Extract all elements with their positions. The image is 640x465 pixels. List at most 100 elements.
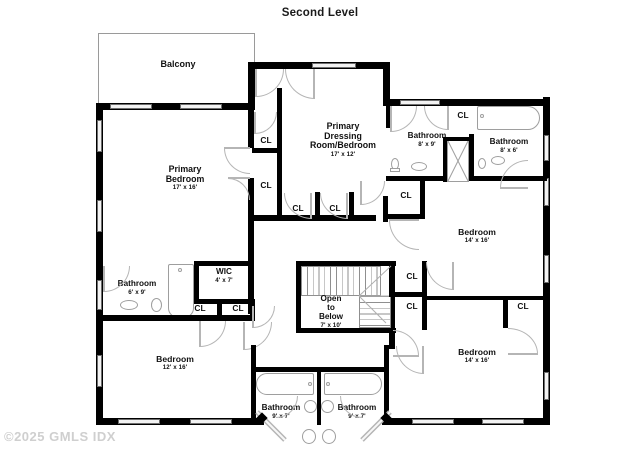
window-top-left-1 <box>110 104 152 109</box>
wall-hall-cl-east <box>420 181 425 219</box>
wall-cl-stair-s-east <box>422 296 427 330</box>
watermark: ©2025 GMLS IDX <box>4 429 116 444</box>
exterior-wall-left <box>96 103 103 425</box>
wall-primary-bedroom-east-lower <box>248 178 254 216</box>
wall-shower-west <box>443 140 447 182</box>
door-leaf-bath69 <box>103 266 105 292</box>
wall-bath69-south <box>96 315 200 321</box>
wall-wic-cl-divider <box>217 299 222 321</box>
window-top-dressing <box>312 63 356 68</box>
sink-bot-right <box>321 400 334 413</box>
closet-label-dressing-n: CL <box>260 135 272 145</box>
wall-cl-far-right-west <box>503 296 508 328</box>
closet-label-wic-1: CL <box>194 303 206 313</box>
room-primary-bedroom: Primary Bedroom 17' x 16' <box>130 164 240 192</box>
balcony-label: Balcony <box>160 59 196 69</box>
window-bottom-1 <box>118 419 160 424</box>
tub-drain-bot-left <box>308 382 312 386</box>
toilet-tank-bath89 <box>390 168 400 172</box>
wall-right-mid-horizontal-2 <box>505 296 550 300</box>
window-right-1 <box>544 135 549 161</box>
room-name-line3: Room/Bedroom <box>310 140 376 150</box>
window-bottom-4 <box>482 419 524 424</box>
door-swing-bath69 <box>104 266 130 292</box>
bathtub-bot-right <box>324 373 382 395</box>
room-dimension: 12' x 16' <box>162 364 188 372</box>
exterior-wall-top-left <box>96 103 255 110</box>
room-dimension: 14' x 16' <box>464 237 490 245</box>
door-swing-bath-bot-right <box>340 396 362 418</box>
room-name: Bedroom <box>458 347 496 357</box>
room-name: Bedroom <box>156 354 194 364</box>
door-swing-cl-dress-n <box>255 112 277 134</box>
balcony-outline <box>98 33 255 105</box>
toilet-bath86 <box>478 158 486 169</box>
wall-dressing-west <box>277 88 282 146</box>
window-right-2 <box>544 178 549 206</box>
wall-dressing-west-lower <box>277 146 282 218</box>
wall-bath89-south <box>386 176 444 181</box>
wall-bedroom-left-bot-east <box>251 345 256 425</box>
door-leaf-cl-dress-n <box>254 112 256 134</box>
wall-closet-upper-south <box>252 148 282 153</box>
door-swing-bedroom-right-top <box>389 220 419 250</box>
door-leaf-cl-bath-top <box>447 106 449 130</box>
closet-label-far-right: CL <box>517 301 529 311</box>
toilet-bot-right <box>322 429 336 444</box>
wall-bottom-baths-divider <box>317 367 321 425</box>
door-leaf-cl-stair-n <box>452 262 454 290</box>
closet-label-stair-n: CL <box>406 271 418 281</box>
door-leaf-bedroom-right-bot <box>422 346 424 374</box>
wall-wic-north <box>194 261 254 266</box>
window-top-left-2 <box>180 104 222 109</box>
room-bedroom-right-bot: Bedroom 14' x 16' <box>435 347 519 365</box>
door-swing-cl-hall-e <box>361 181 385 205</box>
door-swing-bedroom-left-bot <box>244 322 272 350</box>
door-leaf-bedroom-right-top <box>389 219 419 221</box>
door-leaf-bath89 <box>390 106 392 132</box>
door-leaf-dressing-entry-2 <box>313 69 315 99</box>
wall-bath89-west <box>386 106 391 128</box>
tub-drain-8x6 <box>480 114 484 118</box>
door-swing-bath-bot-left <box>276 396 298 418</box>
room-bedroom-right-top: Bedroom 14' x 16' <box>435 227 519 245</box>
window-left-1 <box>97 120 102 152</box>
tub-drain-6x9 <box>178 268 182 272</box>
wall-stair-west <box>296 261 301 333</box>
bathtub-6x9 <box>168 264 194 318</box>
wall-dressing-south <box>248 215 376 221</box>
room-name: Primary <box>326 121 360 131</box>
window-top-right <box>400 100 440 105</box>
wall-closet-s-divider-2 <box>315 192 320 220</box>
bathtub-8x6 <box>477 106 540 130</box>
wall-bath86-west-lower <box>469 134 474 180</box>
wall-primary-bedroom-east-upper <box>248 110 254 148</box>
wall-cl-stair-east <box>422 261 427 295</box>
room-name: Primary <box>168 164 202 174</box>
shower-diagonal-icon <box>447 140 469 182</box>
window-bottom-3 <box>412 419 454 424</box>
door-swing-bath86 <box>500 160 528 188</box>
room-dimension: 8' x 6' <box>500 146 518 154</box>
window-bottom-2 <box>190 419 232 424</box>
room-dimension: 6' x 9' <box>128 288 146 296</box>
door-leaf-bedroom-left-bot <box>243 322 245 350</box>
door-leaf-cl-far-right <box>508 353 538 355</box>
door-leaf-cl-s2 <box>346 193 348 219</box>
wall-hall-cl-south <box>386 214 424 219</box>
toilet-bot-left <box>302 429 316 444</box>
closet-label-bath-top: CL <box>457 110 469 120</box>
sink-bath86 <box>491 156 505 165</box>
room-primary-dressing: Primary Dressing Room/Bedroom 17' x 12' <box>285 121 401 158</box>
door-swing-primary-bedroom <box>224 148 250 174</box>
door-swing-cl-stair-n <box>426 262 454 290</box>
door-leaf-dressing-entry <box>255 69 257 97</box>
door-swing-cl-dress-w <box>228 178 250 200</box>
window-left-4 <box>97 355 102 387</box>
wall-closet-s-divider-3 <box>349 192 354 220</box>
tub-drain-bot-right <box>326 382 330 386</box>
door-swing-cl-wic-1 <box>200 321 226 347</box>
page-title: Second Level <box>281 7 359 19</box>
wall-stair-north <box>296 261 396 266</box>
